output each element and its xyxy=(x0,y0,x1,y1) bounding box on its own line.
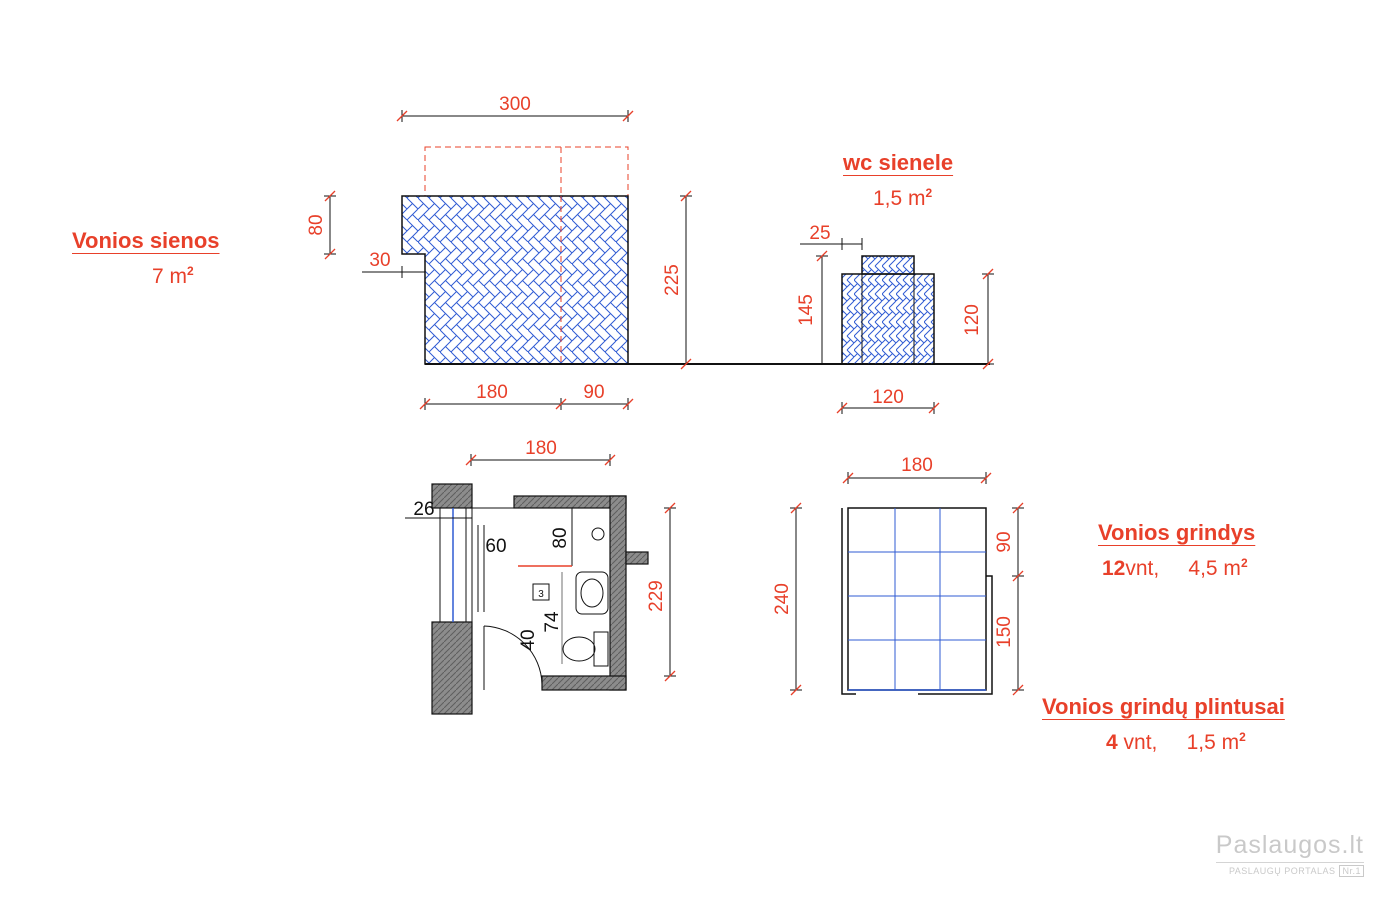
dim-floor-top: 90 xyxy=(994,531,1015,552)
wc-area: 1,5 m2 xyxy=(873,186,933,210)
bathroom-floor-plan: 180 3 26 60 xyxy=(405,438,676,715)
dim-wall-left: 180 xyxy=(476,382,508,403)
dim-floor-width: 180 xyxy=(901,455,933,476)
dim-wall-right: 90 xyxy=(583,382,604,403)
dim-plan-80: 80 xyxy=(550,527,571,548)
floor-tile-layout: 180 240 90 150 xyxy=(772,455,1024,696)
toilet-icon xyxy=(562,636,596,662)
shower-drain-icon xyxy=(591,527,605,541)
wall-right xyxy=(609,495,627,691)
wall-stub xyxy=(625,551,649,565)
tag-label: 3 xyxy=(538,589,544,600)
dim-floor-height: 240 xyxy=(772,583,793,615)
dim-wc-width: 120 xyxy=(872,387,904,408)
wall-top-left xyxy=(431,483,473,509)
dim-plan-40: 40 xyxy=(518,629,539,650)
wall-bottom xyxy=(541,675,627,691)
floor-title: Vonios grindys xyxy=(1098,520,1256,545)
wall-elevation: 300 80 30 225 180 90 xyxy=(306,94,990,410)
dim-plan-height: 229 xyxy=(646,580,667,612)
floor-summary: 12vnt, 4,5 m2 xyxy=(1102,556,1248,580)
dim-plan-26: 26 xyxy=(413,499,434,520)
skirting-right xyxy=(918,575,993,695)
walls-area: 7 m2 xyxy=(152,264,194,288)
wall-top xyxy=(513,495,627,509)
sink-icon xyxy=(575,571,609,615)
wc-wall-elevation: 25 145 120 120 xyxy=(796,223,994,414)
dim-wc-height-tall: 145 xyxy=(796,294,817,326)
dim-wall-step-height: 80 xyxy=(306,214,327,235)
wall-projection-dashed xyxy=(424,146,629,197)
dim-plan-60: 60 xyxy=(485,536,506,557)
toilet-tank xyxy=(593,631,609,667)
wall-tile-area xyxy=(401,195,629,365)
wall-bottom-left xyxy=(431,621,473,715)
dim-wc-height: 120 xyxy=(962,304,983,336)
dim-wall-height: 225 xyxy=(662,264,683,296)
skirting-title: Vonios grindų plintusai xyxy=(1042,694,1285,719)
dim-wall-width: 300 xyxy=(499,94,531,115)
watermark-brand: Paslaugos.lt xyxy=(1215,831,1364,859)
walls-title: Vonios sienos xyxy=(72,228,220,253)
dim-floor-bottom: 150 xyxy=(994,616,1015,648)
dim-wc-step: 25 xyxy=(809,223,830,244)
tag-box xyxy=(532,583,550,601)
floor-outline xyxy=(847,507,987,691)
dim-wall-step-depth: 30 xyxy=(369,250,390,271)
skirting-left xyxy=(841,508,856,695)
wc-wall-tile-area xyxy=(841,273,935,365)
skirting-summary: 4 vnt, 1,5 m2 xyxy=(1106,730,1246,754)
dim-plan-74: 74 xyxy=(542,611,563,633)
dim-plan-width: 180 xyxy=(525,438,557,459)
wc-title: wc sienele xyxy=(843,150,954,175)
wc-wall-top-tile xyxy=(861,255,915,275)
door-swing xyxy=(483,625,543,685)
